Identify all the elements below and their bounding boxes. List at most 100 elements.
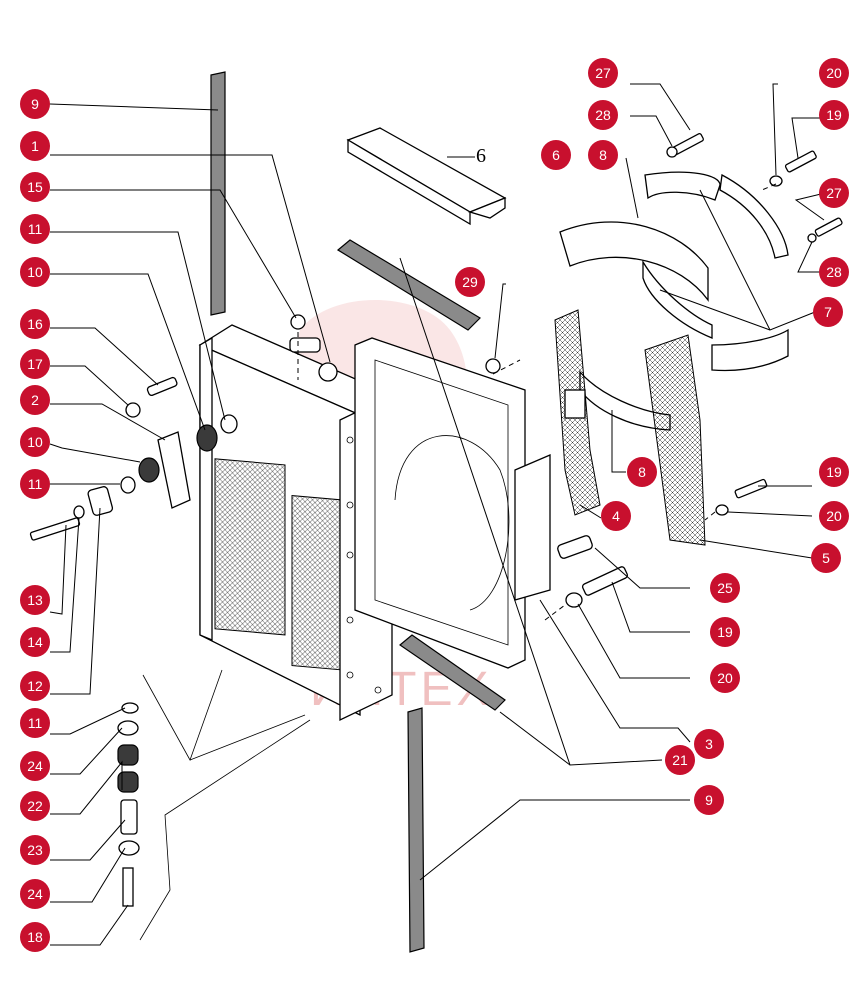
callout-27-b: 27 [819,178,849,208]
svg-text:9: 9 [31,96,39,112]
bracket-2 [157,431,191,509]
seal-7-upper-right [719,173,789,259]
dash-20-upper [761,183,777,191]
bolt-16 [146,376,178,396]
parts-drawing [29,71,843,953]
svg-text:22: 22 [27,798,43,814]
svg-text:27: 27 [595,65,611,81]
svg-text:20: 20 [717,670,733,686]
dash-20 [704,511,716,521]
vertical-bar-top [210,71,226,316]
deflector-5 [644,334,706,546]
vertical-bar-bottom [407,707,425,953]
washer-20-mid [715,504,729,516]
shroud-side [514,454,551,601]
callout-4: 4 [601,501,631,531]
svg-text:8: 8 [599,147,607,163]
dash-20-lower [544,604,566,621]
seal-7-upper-left [644,171,721,201]
washer-11-stack [121,702,139,714]
svg-text:8: 8 [638,464,646,480]
svg-text:10: 10 [27,434,43,450]
callout-24-a: 24 [20,751,50,781]
svg-text:23: 23 [27,842,43,858]
callout-11-b: 11 [20,469,50,499]
callout-28-b: 28 [819,257,849,287]
radiator-core-left [214,458,286,636]
svg-text:2: 2 [31,392,39,408]
callout-7: 7 [813,297,843,327]
top-plate-end [468,197,506,219]
svg-text:20: 20 [826,508,842,524]
svg-text:19: 19 [826,464,842,480]
bolt-19-lower [581,566,629,596]
shroud-frame [354,337,526,669]
callout-23: 23 [20,835,50,865]
radiator-left-rail [199,336,213,641]
svg-text:12: 12 [27,678,43,694]
seal-strip-bottom [399,634,506,711]
svg-text:5: 5 [822,550,830,566]
svg-text:24: 24 [27,886,43,902]
shroud-opening [374,359,509,646]
bolt-13 [29,517,81,541]
bushing-10-upper [196,424,218,452]
callout-10-a: 10 [20,257,50,287]
svg-text:4: 4 [612,508,620,524]
callout-17: 17 [20,349,50,379]
svg-text:11: 11 [28,221,43,237]
svg-text:21: 21 [672,752,688,768]
washer-11-lower [120,476,136,494]
callout-28-a: 28 [588,100,618,130]
sleeve-23 [120,799,138,835]
svg-text:15: 15 [27,179,43,195]
svg-text:11: 11 [28,476,43,492]
bolt-18 [122,867,134,907]
svg-text:13: 13 [27,592,43,608]
svg-text:18: 18 [27,929,43,945]
callout-27-a: 27 [588,58,618,88]
svg-text:19: 19 [826,107,842,123]
svg-text:25: 25 [717,580,733,596]
washer-17 [125,402,141,418]
top-fitting [289,337,321,353]
svg-text:3: 3 [705,736,713,752]
callouts: 9 1 15 11 10 16 17 2 10 11 13 14 12 11 2… [20,58,849,952]
washer-20-lower [565,592,583,608]
sleeve-12 [87,486,114,516]
svg-text:16: 16 [27,316,43,332]
callout-2: 2 [20,385,50,415]
callout-20-b: 20 [819,501,849,531]
svg-text:6: 6 [552,147,560,163]
callout-8-b: 8 [627,457,657,487]
svg-text:7: 7 [824,304,832,320]
callout-21: 21 [665,745,695,775]
callout-22: 22 [20,791,50,821]
bolt-19-mid [734,478,768,499]
callout-16: 16 [20,309,50,339]
callout-1: 1 [20,131,50,161]
svg-text:28: 28 [826,264,842,280]
svg-text:10: 10 [27,264,43,280]
rubber-22-upper [117,744,139,766]
bolt-27-right [814,217,843,237]
callout-19-b: 19 [819,457,849,487]
svg-text:17: 17 [27,356,43,372]
callout-20-c: 20 [710,663,740,693]
callout-19-a: 19 [819,100,849,130]
callout-5: 5 [811,543,841,573]
svg-text:9: 9 [705,792,713,808]
callout-6: 6 [541,140,571,170]
callout-19-c: 19 [710,617,740,647]
washer-24-top [117,720,139,736]
callout-11-c: 11 [20,708,50,738]
shroud-ring [394,435,510,611]
svg-text:28: 28 [595,107,611,123]
callout-25: 25 [710,573,740,603]
callout-3: 3 [694,729,724,759]
svg-text:11: 11 [28,715,43,731]
radiator-core-right [291,495,341,671]
nut-28-upper [666,146,678,158]
bushing-10-lower [138,457,160,483]
svg-text:19: 19 [717,624,733,640]
